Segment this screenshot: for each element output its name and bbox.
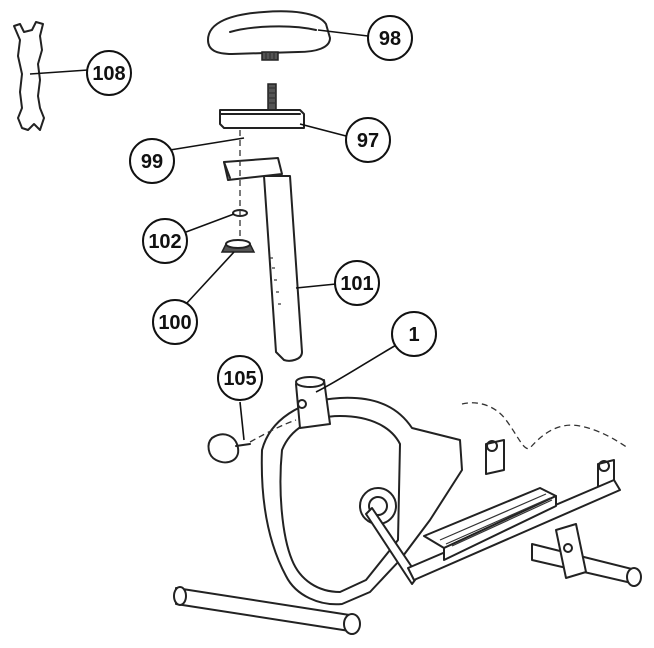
- adjustment-knob-part-105: [207, 433, 251, 464]
- knob-part-100: [220, 239, 256, 253]
- main-frame-part-1: [173, 376, 642, 635]
- callout-label: 1: [408, 324, 419, 346]
- callout-label: 102: [148, 231, 181, 253]
- callout-label: 105: [223, 368, 256, 390]
- callout-label: 97: [357, 130, 379, 152]
- callout-99: 99: [129, 138, 175, 184]
- wrench-part-108: [13, 21, 45, 131]
- callout-1: 1: [391, 311, 437, 357]
- callout-label: 101: [340, 273, 373, 295]
- callout-label: 98: [379, 28, 401, 50]
- callout-105: 105: [217, 355, 263, 401]
- callout-label: 100: [158, 312, 191, 334]
- callout-100: 100: [152, 299, 198, 345]
- callout-98: 98: [367, 15, 413, 61]
- callout-101: 101: [334, 260, 380, 306]
- seat-slider-part-97: [219, 83, 305, 129]
- callout-97: 97: [345, 117, 391, 163]
- callout-108: 108: [86, 50, 132, 96]
- callout-label: 108: [92, 63, 125, 85]
- seat-post-part-101: [223, 157, 303, 362]
- callout-label: 99: [141, 151, 163, 173]
- leader-lines: [29, 29, 399, 441]
- callout-102: 102: [142, 218, 188, 264]
- seat-part-98: [207, 10, 331, 61]
